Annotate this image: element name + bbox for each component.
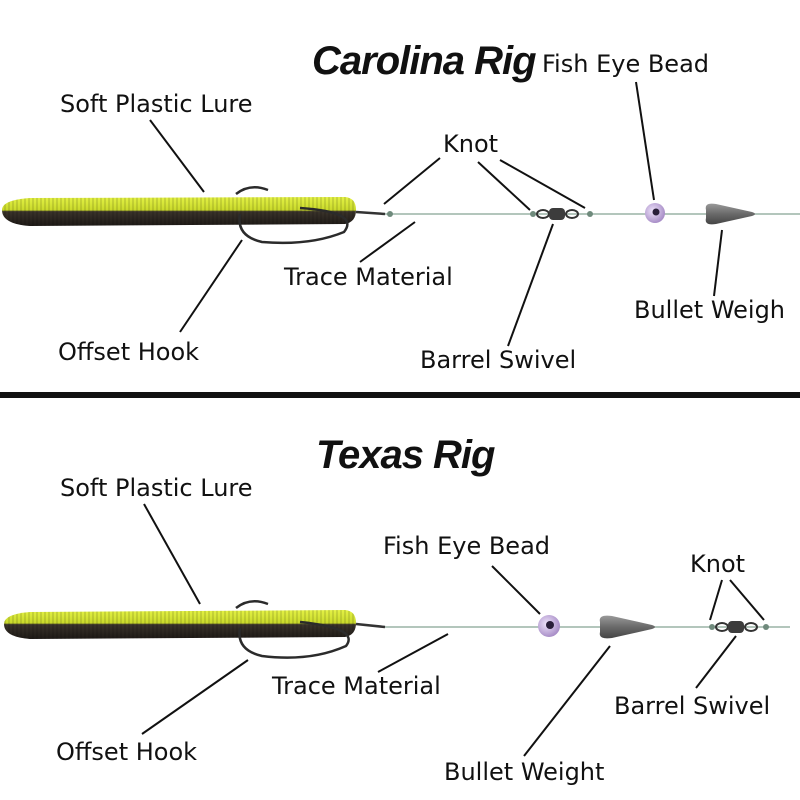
texas-knot-icon [709,624,715,630]
carolina-bullet-weight-icon [705,203,755,225]
carolina-barrel-swivel-icon [536,208,579,220]
carolina-lure-icon [2,197,356,226]
texas-hook-eye [355,622,386,629]
texas-knot-icon [763,624,769,630]
texas-rig-panel: Texas Rig Soft Plastic Lure Fish Eye Bea… [4,433,790,786]
texas-leader-lines [141,503,765,757]
texas-label-bead: Fish Eye Bead [383,532,550,560]
carolina-label-trace: Trace Material [283,263,453,291]
texas-label-hook: Offset Hook [56,738,197,766]
texas-rig-title: Texas Rig [316,433,495,477]
texas-hook-icon [235,600,350,659]
carolina-rig-panel: Carolina Rig Soft Plastic Lure Fish Eye … [2,39,800,374]
carolina-hook-eye [355,210,386,216]
carolina-hook-icon [235,186,349,245]
carolina-rig-title: Carolina Rig [312,39,536,83]
carolina-knot-icon [387,211,393,217]
carolina-label-knot: Knot [443,130,498,158]
texas-label-lure: Soft Plastic Lure [60,474,253,502]
texas-label-weight: Bullet Weight [444,758,604,786]
carolina-label-bead: Fish Eye Bead [542,50,709,78]
carolina-bead-eye [652,208,660,216]
carolina-knot-icon [530,211,536,217]
texas-label-swivel: Barrel Swivel [614,692,770,720]
texas-barrel-swivel-icon [715,621,758,633]
texas-bead-eye [546,621,554,629]
carolina-label-weight: Bullet Weigh [634,296,785,324]
carolina-leader-lines [149,81,723,347]
carolina-label-swivel: Barrel Swivel [420,346,576,374]
carolina-label-hook: Offset Hook [58,338,199,366]
carolina-label-lure: Soft Plastic Lure [60,90,253,118]
carolina-knot-icon [587,211,593,217]
texas-bullet-weight-icon [599,615,655,639]
texas-label-knot: Knot [690,550,745,578]
texas-lure-icon [4,610,356,639]
section-divider [0,392,800,398]
texas-label-trace: Trace Material [271,672,441,700]
